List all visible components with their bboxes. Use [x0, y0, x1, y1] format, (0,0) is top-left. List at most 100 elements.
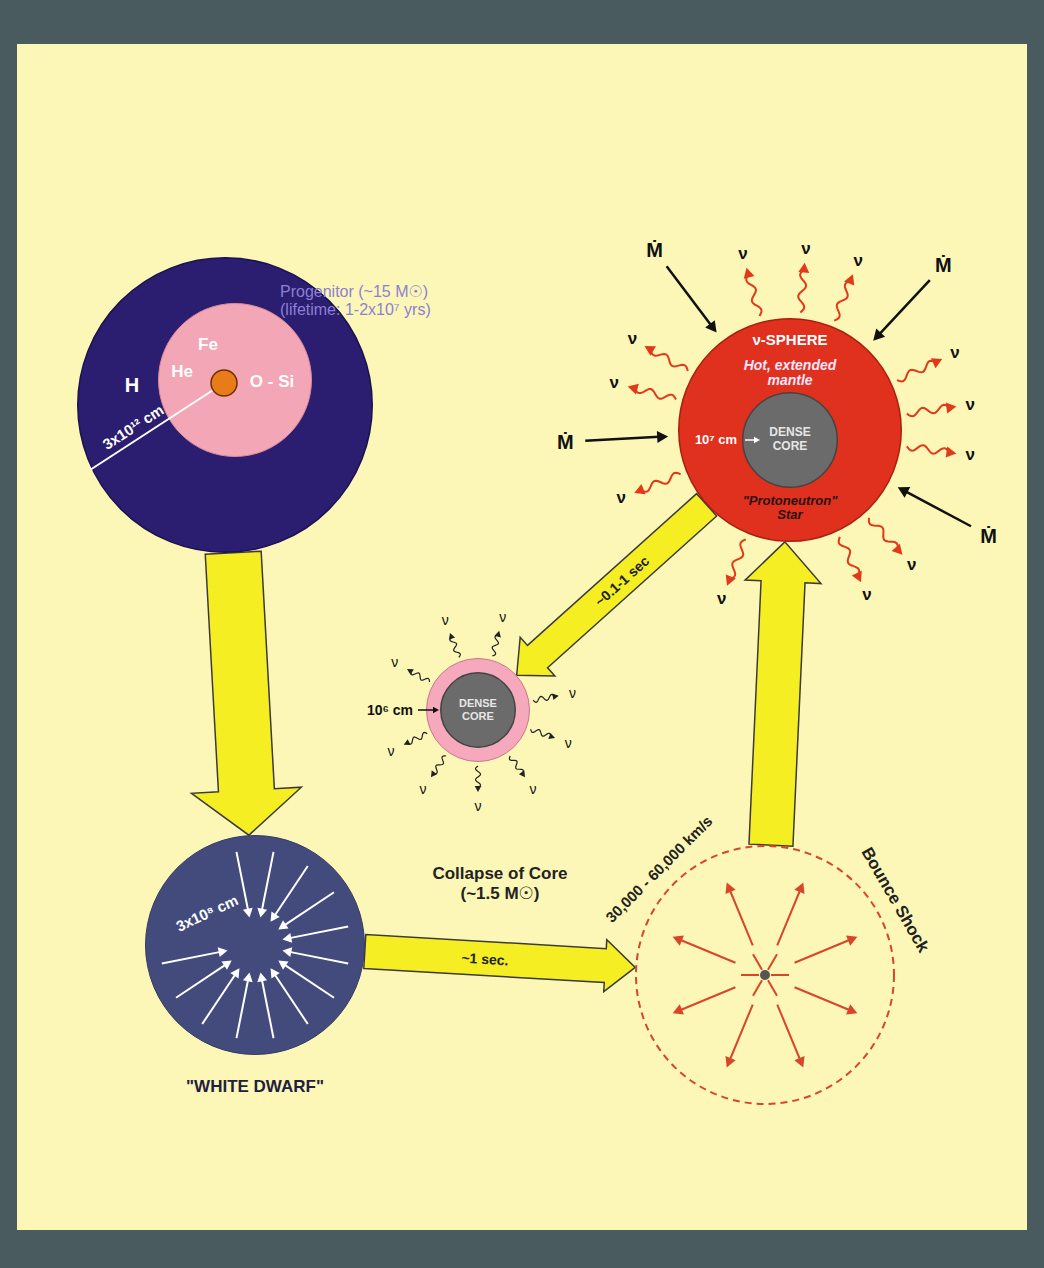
neutrino-ray-head: [404, 739, 411, 745]
shock-arrow: [795, 987, 850, 1010]
neutrino-ray-head: [519, 770, 525, 777]
bounce-star: [753, 980, 762, 996]
accretion-arrow-head: [873, 329, 885, 341]
infall-arrow: [202, 974, 235, 1024]
infall-arrow-head: [257, 972, 267, 982]
neutrino-symbol: ν: [950, 343, 959, 363]
shock-arrow: [730, 1005, 753, 1060]
neutrino-ray: [450, 637, 460, 657]
mantle-label: Hot, extended mantle: [730, 358, 850, 389]
bounce-star: [753, 954, 762, 970]
neutrino-symbol: ν: [499, 609, 506, 625]
infall-arrow-head: [282, 947, 292, 957]
shock-arrow: [730, 890, 753, 945]
infall-arrow: [284, 965, 334, 998]
accretion-arrow: [879, 280, 930, 334]
proto-core-dot: [760, 970, 770, 980]
dense-core-disc: [441, 673, 516, 748]
neutrino-symbol: ν: [862, 585, 871, 605]
infall-arrow-head: [282, 933, 292, 943]
radius-arrow: [418, 709, 434, 711]
flow-arrow: [517, 494, 717, 676]
neutrino-ray: [651, 350, 688, 372]
shock-arrow: [777, 1005, 800, 1060]
neutrino-ray-head: [852, 571, 862, 582]
accretion-rate: Ṁ: [557, 430, 574, 453]
neutrino-ray-head: [634, 484, 645, 494]
layer-label: He: [171, 362, 193, 382]
layer-label: O - Si: [250, 372, 294, 392]
infall-arrow-head: [243, 908, 253, 918]
neutrino-ray-head: [931, 358, 942, 368]
helium-shell: [159, 304, 312, 457]
layer-label: Fe: [198, 335, 218, 355]
progenitor-label: Progenitor (~15 M☉) (lifetime: 1-2x10⁷ y…: [280, 283, 458, 320]
neutrino-ray-head: [407, 669, 414, 675]
neutrino-ray: [531, 729, 551, 736]
neutrino-ray: [907, 405, 950, 416]
infall-arrow: [236, 980, 248, 1039]
white-dwarf-core-shape: [145, 835, 365, 1055]
shock-arrow: [795, 940, 850, 963]
neutrino-ray-head: [431, 770, 437, 777]
neutrino-ray-head: [946, 447, 957, 458]
neutrino-symbol: ν: [419, 781, 426, 797]
bounce-shock-shape: [635, 845, 895, 1105]
duration-label: ~0.1-1 sec: [592, 552, 653, 609]
bounce-star: [771, 974, 789, 976]
neutrino-symbol: ν: [907, 555, 916, 575]
white-dwarf-core: 3x10⁸ cm"WHITE DWARF": [145, 835, 365, 1055]
neutrino-ray-head: [552, 694, 558, 701]
neutrino-ray: [730, 539, 746, 579]
infall-arrow: [162, 952, 221, 964]
bounce-star: [768, 954, 777, 970]
neutrino-ray: [641, 473, 681, 492]
neutrino-ray: [746, 274, 761, 316]
shock-front: [636, 846, 894, 1104]
infall-arrow: [262, 980, 274, 1039]
infall-arrow: [262, 852, 274, 911]
neutrino-symbol: ν: [965, 446, 974, 466]
infall-arrow: [275, 866, 308, 916]
accretion-arrow: [667, 266, 712, 325]
dimension-label: 10⁶ cm: [367, 702, 413, 718]
neutrino-ray: [869, 518, 898, 550]
neutrino-ray: [476, 766, 481, 788]
neutrino-ray: [839, 537, 860, 576]
flow-arrow: [745, 542, 821, 846]
neutrino-ray-head: [844, 274, 854, 285]
infall-arrow-head: [218, 947, 228, 957]
neutrino-ray-head: [946, 403, 957, 414]
infall-arrow: [290, 952, 349, 964]
neutrino-ray: [509, 756, 523, 774]
shock-arrow-head: [846, 935, 857, 945]
accretion-arrow: [905, 491, 971, 526]
bounce-shock: 30,000 - 60,000 km/sBounce Shock: [635, 845, 895, 1105]
neutrino-symbol: ν: [853, 251, 862, 271]
accretion-arrow-head: [898, 487, 911, 498]
shock-arrow: [680, 940, 735, 963]
star-label: "Protoneutron" Star: [735, 494, 845, 523]
neutrino-ray-head: [548, 733, 555, 739]
dimension-label: 10⁷ cm: [695, 433, 737, 448]
infall-arrow: [176, 965, 226, 998]
neutrino-symbol: ν: [609, 373, 618, 393]
neutrino-ray-head: [449, 633, 455, 640]
stage-title: "WHITE DWARF": [186, 1077, 324, 1097]
infall-arrow-head: [271, 911, 280, 921]
infall-arrow-head: [257, 908, 267, 918]
neutrino-ray: [634, 388, 676, 399]
core-label: DENSE CORE: [454, 697, 502, 722]
neutrino-symbol: ν: [391, 654, 398, 670]
infall-arrow-head: [278, 961, 288, 970]
infall-arrow-head: [278, 920, 288, 929]
infall-arrow: [290, 926, 349, 938]
shock-label: Bounce Shock: [857, 844, 933, 956]
infall-arrow: [284, 892, 334, 925]
neutrino-symbol: ν: [387, 743, 394, 759]
neutrino-symbol: ν: [738, 244, 747, 264]
neutrino-ray: [897, 361, 936, 382]
